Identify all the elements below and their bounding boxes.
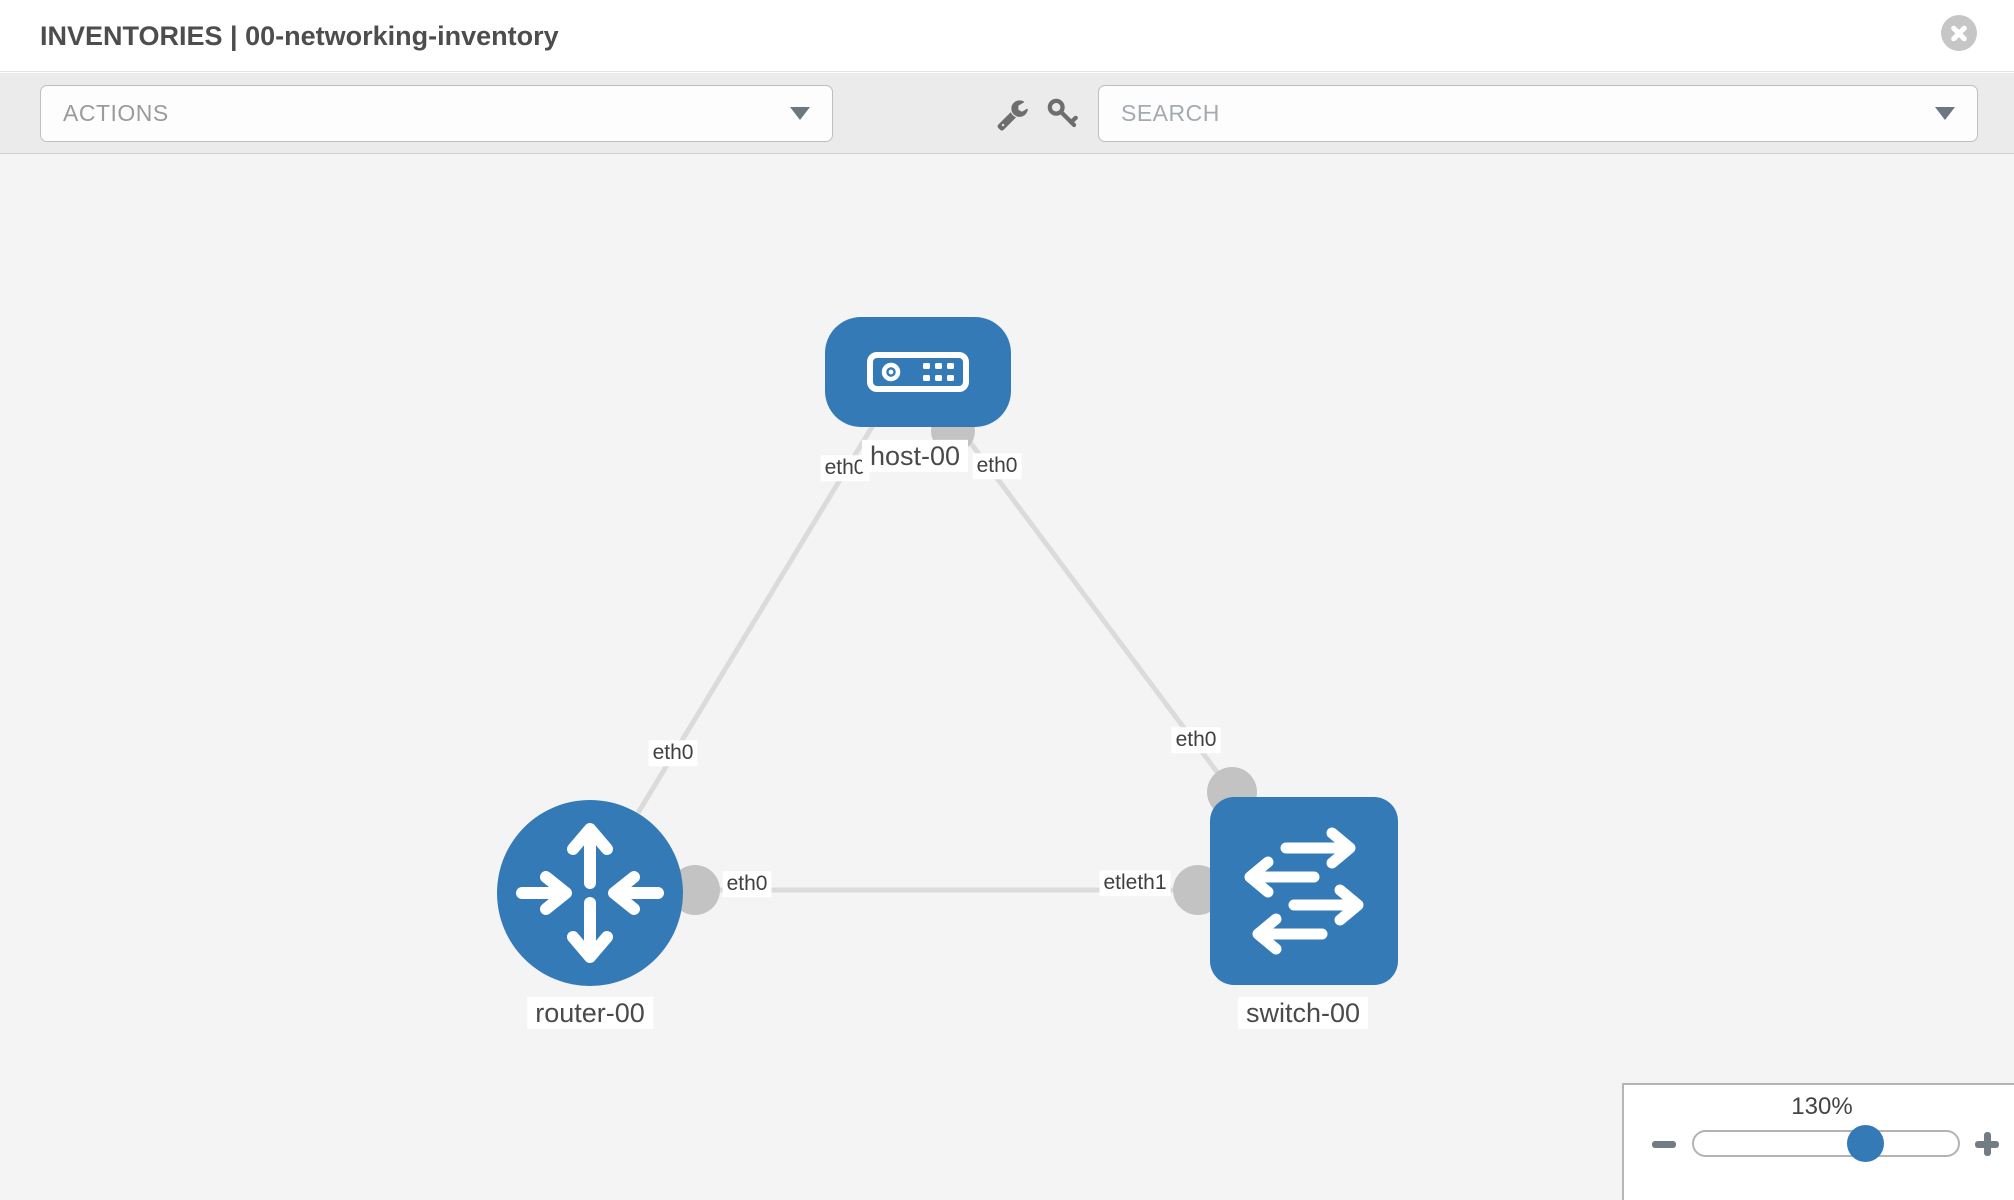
zoom-panel: 130% (1622, 1083, 2014, 1200)
zoom-out-button[interactable] (1650, 1130, 1678, 1158)
actions-dropdown-label: ACTIONS (63, 100, 169, 126)
interface-connectors (670, 409, 1257, 915)
chevron-down-icon (790, 107, 810, 120)
node-router[interactable] (497, 800, 683, 986)
wrench-button[interactable] (993, 95, 1031, 133)
iface-label: etleth1 (1099, 870, 1171, 896)
node-label-switch[interactable]: switch-00 (1237, 996, 1369, 1030)
key-button[interactable] (1044, 95, 1082, 133)
wrench-icon (997, 99, 1028, 131)
zoom-in-button[interactable] (1973, 1130, 2001, 1158)
plus-icon (1984, 1132, 1991, 1156)
node-label-host[interactable]: host-00 (861, 439, 969, 473)
router-icon (516, 823, 664, 963)
page-title: INVENTORIES | 00-networking-inventory (40, 21, 559, 51)
key-icon (1047, 98, 1078, 128)
chevron-down-icon (1935, 107, 1955, 120)
zoom-slider-knob[interactable] (1847, 1125, 1884, 1162)
iface-label: eth0 (820, 455, 870, 481)
minus-icon (1652, 1141, 1676, 1148)
iface-label: eth0 (972, 453, 1022, 479)
topology-links (635, 420, 1235, 893)
iface-label: eth0 (722, 871, 772, 897)
node-host[interactable] (825, 317, 1011, 427)
host-icon (867, 352, 969, 392)
node-switch[interactable] (1210, 797, 1398, 985)
iface-label: eth0 (1171, 727, 1221, 753)
search-dropdown[interactable] (1098, 85, 1978, 142)
switch-icon (1244, 827, 1364, 955)
node-label-router[interactable]: router-00 (527, 996, 653, 1030)
search-input[interactable] (1121, 100, 1935, 127)
zoom-level: 130% (1791, 1093, 1853, 1120)
topology-canvas[interactable]: eth0 eth0 eth0 eth0 eth0 etleth1 host-00… (0, 154, 2014, 1200)
iface-label: eth0 (648, 740, 698, 766)
toolbar: ACTIONS (0, 73, 2014, 154)
header: INVENTORIES | 00-networking-inventory (0, 0, 2014, 72)
zoom-slider-track[interactable] (1692, 1130, 1960, 1157)
actions-dropdown[interactable]: ACTIONS (40, 85, 833, 142)
close-button[interactable] (1941, 15, 1977, 51)
